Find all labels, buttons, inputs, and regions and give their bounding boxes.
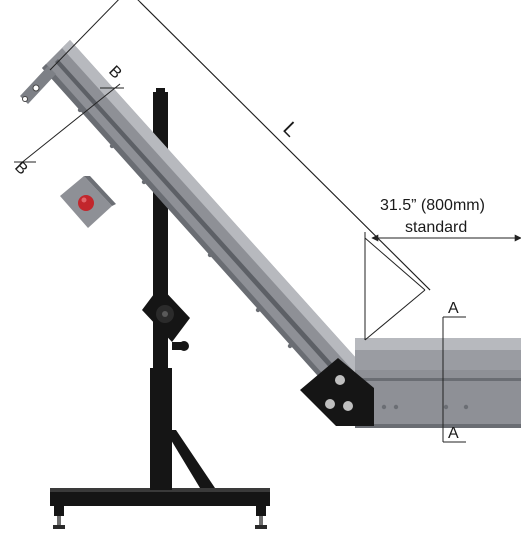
stand-lower-leg [150, 368, 172, 490]
emergency-stop-box [60, 176, 116, 228]
transition-bracket [300, 358, 374, 426]
section-a-bottom-label: A [448, 425, 459, 442]
horizontal-conveyor [355, 338, 521, 428]
stand-brace [165, 430, 215, 488]
adjust-knob [172, 341, 189, 351]
length-label: L [278, 118, 301, 141]
section-a-top-label: A [448, 300, 459, 317]
dimension-value-label: 31.5” (800mm) [380, 197, 485, 214]
stop-button [78, 195, 94, 211]
dimension-lines [14, 0, 521, 443]
section-b-top-label: B [105, 63, 125, 83]
incline-conveyor [20, 40, 365, 395]
stand-base [50, 488, 270, 529]
dimension-note-label: standard [405, 219, 467, 236]
pivot-bracket [142, 286, 190, 342]
